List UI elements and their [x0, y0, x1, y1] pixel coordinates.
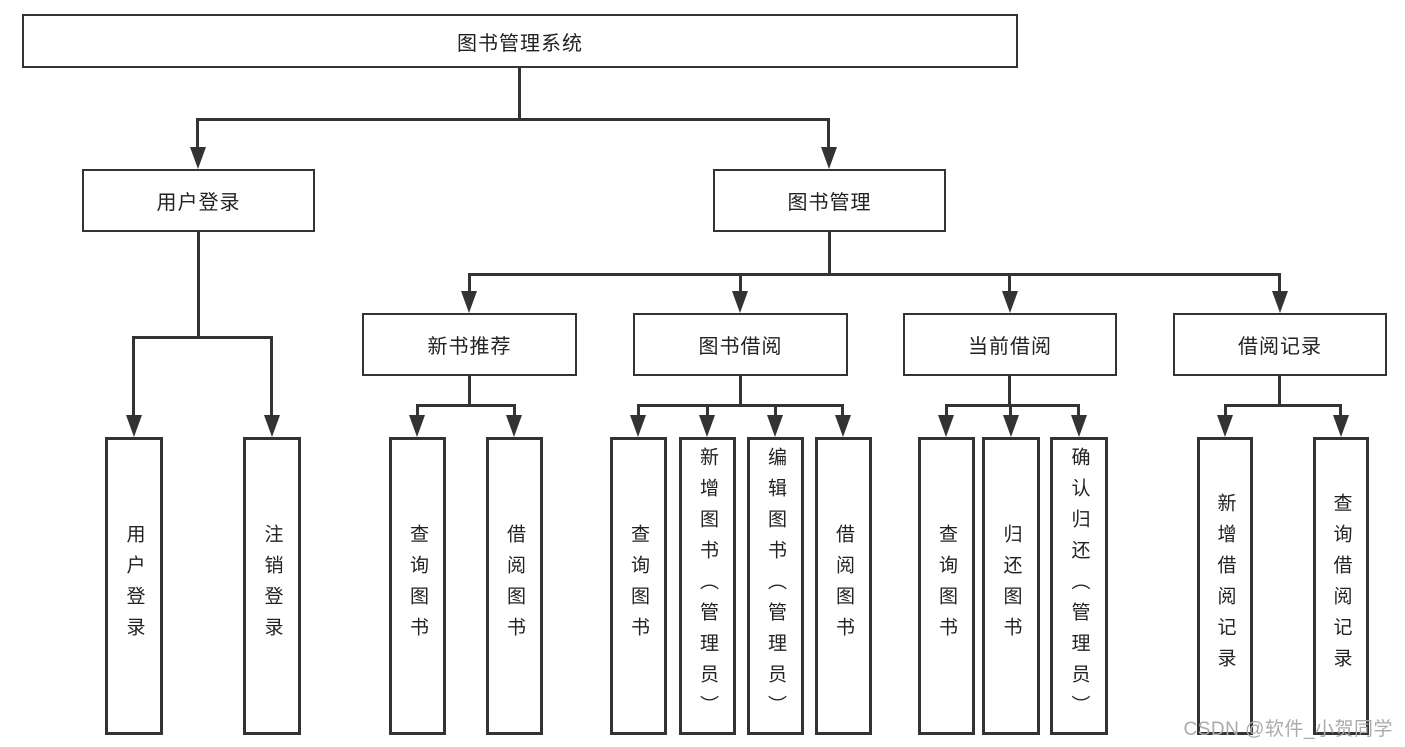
connector-book-mgmt-hline: [468, 273, 1281, 276]
leaf-add-borrow-record: 新增借阅记录: [1197, 437, 1253, 735]
connector-borrow-drop: [841, 404, 844, 418]
connector-current-drop: [1009, 404, 1012, 418]
node-label: 新增图书（管理员）: [697, 446, 718, 726]
arrow-down-icon: [821, 147, 837, 169]
arrow-down-icon: [1217, 415, 1233, 437]
connector-current-hline: [945, 404, 1080, 407]
leaf-query-books-recommend: 查询图书: [389, 437, 446, 735]
node-label: 新书推荐: [427, 336, 512, 358]
node-book-management: 图书管理: [713, 169, 946, 232]
leaf-query-borrow-record: 查询借阅记录: [1313, 437, 1369, 735]
leaf-add-books-admin: 新增图书（管理员）: [679, 437, 736, 735]
node-label: 借阅图书: [833, 524, 854, 648]
connector-records-drop: [1224, 404, 1227, 418]
leaf-edit-books-admin: 编辑图书（管理员）: [747, 437, 804, 735]
csdn-watermark: CSDN @软件_小贺同学: [1183, 719, 1393, 740]
arrow-down-icon: [1003, 415, 1019, 437]
node-label: 确认归还（管理员）: [1068, 446, 1090, 726]
connector-book-mgmt-drop: [1008, 273, 1011, 295]
connector-recommend-hline: [416, 404, 516, 407]
connector-book-mgmt-stem: [828, 232, 831, 273]
connector-borrow-stem: [739, 376, 742, 407]
node-label: 新增借阅记录: [1214, 493, 1236, 679]
node-label: 编辑图书（管理员）: [765, 446, 786, 726]
leaf-confirm-return-admin: 确认归还（管理员）: [1050, 437, 1108, 735]
connector-current-drop: [1077, 404, 1080, 418]
node-new-book-recommendation: 新书推荐: [362, 313, 577, 376]
arrow-down-icon: [264, 415, 280, 437]
node-label: 查询图书: [407, 524, 428, 648]
node-label: 用户登录: [156, 192, 241, 214]
connector-records-drop: [1339, 404, 1342, 418]
connector-recommend-stem: [468, 376, 471, 407]
node-label: 查询图书: [936, 524, 957, 648]
arrow-down-icon: [1002, 291, 1018, 313]
node-label: 借阅图书: [504, 524, 525, 648]
node-label: 图书管理: [787, 192, 872, 214]
arrow-down-icon: [938, 415, 954, 437]
node-current-borrowing: 当前借阅: [903, 313, 1117, 376]
connector-book-mgmt-drop: [468, 273, 471, 295]
leaf-query-books-borrowing: 查询图书: [610, 437, 667, 735]
node-user-login: 用户登录: [82, 169, 315, 232]
node-label: 查询图书: [628, 524, 649, 648]
arrow-down-icon: [190, 147, 206, 169]
connector-root-drop-right: [827, 118, 830, 150]
node-label: 归还图书: [1000, 524, 1022, 648]
connector-borrow-hline: [637, 404, 844, 407]
leaf-query-books-current: 查询图书: [918, 437, 975, 735]
node-label: 查询借阅记录: [1330, 493, 1352, 679]
node-label: 图书管理系统: [457, 32, 583, 55]
connector-root-stem: [518, 68, 521, 119]
arrow-down-icon: [1272, 291, 1288, 313]
connector-recommend-drop: [416, 404, 419, 418]
connector-book-mgmt-drop: [739, 273, 742, 295]
connector-user-login-drop: [132, 336, 135, 418]
arrow-down-icon: [1333, 415, 1349, 437]
node-label: 注销登录: [261, 524, 283, 648]
connector-records-hline: [1224, 404, 1342, 407]
arrow-down-icon: [630, 415, 646, 437]
arrow-down-icon: [732, 291, 748, 313]
leaf-borrow-books-recommend: 借阅图书: [486, 437, 543, 735]
connector-book-mgmt-drop: [1278, 273, 1281, 295]
connector-records-stem: [1278, 376, 1281, 407]
connector-borrow-drop: [774, 404, 777, 418]
arrow-down-icon: [835, 415, 851, 437]
arrow-down-icon: [1071, 415, 1087, 437]
node-label: 借阅记录: [1238, 336, 1322, 358]
connector-recommend-drop: [513, 404, 516, 418]
connector-user-login-drop: [270, 336, 273, 418]
node-label: 图书借阅: [698, 336, 783, 358]
node-borrowing-records: 借阅记录: [1173, 313, 1387, 376]
arrow-down-icon: [126, 415, 142, 437]
connector-borrow-drop: [706, 404, 709, 418]
connector-current-stem: [1008, 376, 1011, 407]
connector-root-drop-left: [196, 118, 199, 150]
node-library-management-system: 图书管理系统: [22, 14, 1018, 68]
node-book-borrowing: 图书借阅: [633, 313, 848, 376]
leaf-logout: 注销登录: [243, 437, 301, 735]
arrow-down-icon: [409, 415, 425, 437]
connector-user-login-stem: [197, 232, 200, 336]
connector-current-drop: [945, 404, 948, 418]
connector-root-hline: [197, 118, 830, 121]
arrow-down-icon: [506, 415, 522, 437]
arrow-down-icon: [767, 415, 783, 437]
node-label: 用户登录: [123, 524, 145, 648]
leaf-user-login: 用户登录: [105, 437, 163, 735]
leaf-return-books: 归还图书: [982, 437, 1040, 735]
connector-user-login-hline: [133, 336, 273, 339]
node-label: 当前借阅: [968, 336, 1052, 358]
arrow-down-icon: [699, 415, 715, 437]
arrow-down-icon: [461, 291, 477, 313]
connector-borrow-drop: [637, 404, 640, 418]
leaf-borrow-books-borrowing: 借阅图书: [815, 437, 872, 735]
